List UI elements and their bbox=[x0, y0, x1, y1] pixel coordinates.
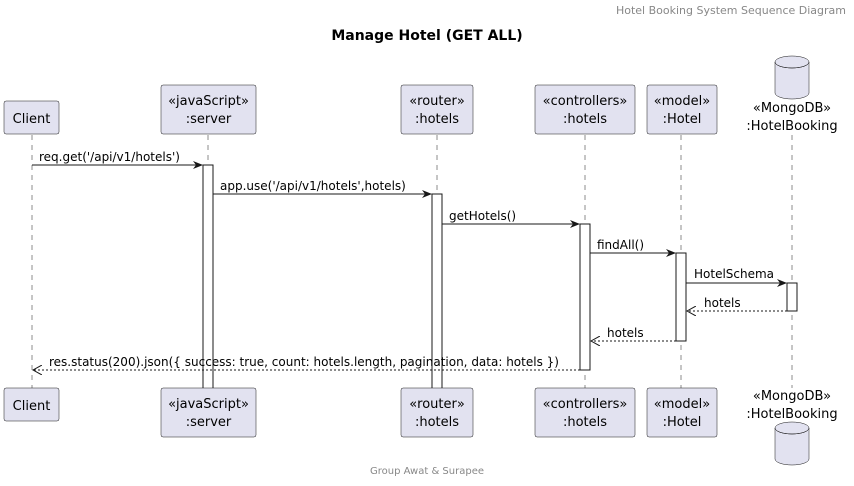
participant-controller-bottom: «controllers» :hotels bbox=[534, 387, 636, 438]
activation-model bbox=[675, 252, 687, 342]
svg-text:hotels: hotels bbox=[607, 326, 644, 340]
svg-text:«router»: «router» bbox=[409, 397, 465, 412]
participant-router-top: «router» :hotels bbox=[400, 84, 474, 135]
svg-text::HotelBooking: :HotelBooking bbox=[746, 119, 837, 134]
svg-text::hotels: :hotels bbox=[415, 415, 459, 430]
svg-text:«controllers»: «controllers» bbox=[543, 397, 628, 412]
svg-text:getHotels(): getHotels() bbox=[449, 209, 516, 223]
svg-text:hotels: hotels bbox=[704, 296, 741, 310]
database-icon bbox=[774, 428, 810, 466]
participant-controller-top: «controllers» :hotels bbox=[534, 84, 636, 135]
database-icon bbox=[774, 62, 810, 100]
diagram-footer: Group Awat & Surapee bbox=[369, 466, 485, 477]
svg-text::hotels: :hotels bbox=[415, 112, 459, 127]
participant-db-bottom: «MongoDB» :HotelBooking bbox=[746, 389, 838, 466]
svg-text:findAll(): findAll() bbox=[597, 238, 644, 252]
participant-model-bottom: «model» :Hotel bbox=[646, 387, 718, 438]
participant-server-bottom: «javaScript» :server bbox=[160, 387, 257, 438]
participant-client-bottom: Client bbox=[3, 387, 60, 422]
message-hotel-schema: HotelSchema bbox=[686, 267, 787, 287]
message-find-all: findAll() bbox=[590, 238, 676, 257]
svg-text::hotels: :hotels bbox=[563, 415, 607, 430]
return-hotels-model: hotels bbox=[591, 326, 676, 341]
return-response: res.status(200).json({ success: true, co… bbox=[33, 355, 580, 370]
diagram-title: Manage Hotel (GET ALL) bbox=[331, 28, 523, 44]
svg-text:«javaScript»: «javaScript» bbox=[168, 397, 249, 412]
participant-router-bottom: «router» :hotels bbox=[400, 387, 474, 438]
svg-text:«model»: «model» bbox=[654, 94, 710, 109]
svg-text:«MongoDB»: «MongoDB» bbox=[753, 389, 831, 404]
message-app-use: app.use('/api/v1/hotels',hotels) bbox=[213, 179, 432, 198]
message-get-hotels: getHotels() bbox=[442, 209, 580, 228]
svg-text:app.use('/api/v1/hotels',hotel: app.use('/api/v1/hotels',hotels) bbox=[220, 179, 406, 193]
participant-db-top: «MongoDB» :HotelBooking bbox=[746, 55, 838, 134]
activation-db bbox=[786, 282, 798, 312]
svg-text::server: :server bbox=[186, 415, 232, 430]
svg-text:HotelSchema: HotelSchema bbox=[694, 267, 774, 281]
svg-text:Client: Client bbox=[13, 112, 51, 127]
activation-controller bbox=[579, 223, 591, 371]
svg-text:«javaScript»: «javaScript» bbox=[168, 94, 249, 109]
diagram-header: Hotel Booking System Sequence Diagram bbox=[615, 4, 846, 17]
svg-text:«controllers»: «controllers» bbox=[543, 94, 628, 109]
svg-text:req.get('/api/v1/hotels'): req.get('/api/v1/hotels') bbox=[39, 150, 180, 164]
svg-text:res.status(200).json({ success: res.status(200).json({ success: true, co… bbox=[49, 355, 559, 369]
participant-model-top: «model» :Hotel bbox=[646, 84, 718, 135]
svg-text::Hotel: :Hotel bbox=[663, 112, 702, 127]
svg-text::hotels: :hotels bbox=[563, 112, 607, 127]
svg-text:Client: Client bbox=[13, 399, 51, 414]
message-req-get: req.get('/api/v1/hotels') bbox=[32, 150, 203, 169]
return-hotels-db: hotels bbox=[687, 296, 787, 311]
svg-text::Hotel: :Hotel bbox=[663, 415, 702, 430]
svg-text:«model»: «model» bbox=[654, 397, 710, 412]
participant-client-top: Client bbox=[3, 100, 60, 135]
svg-text::HotelBooking: :HotelBooking bbox=[746, 407, 837, 422]
svg-text:«MongoDB»: «MongoDB» bbox=[753, 101, 831, 116]
svg-text::server: :server bbox=[186, 112, 232, 127]
svg-text:«router»: «router» bbox=[409, 94, 465, 109]
participant-server-top: «javaScript» :server bbox=[160, 84, 257, 135]
